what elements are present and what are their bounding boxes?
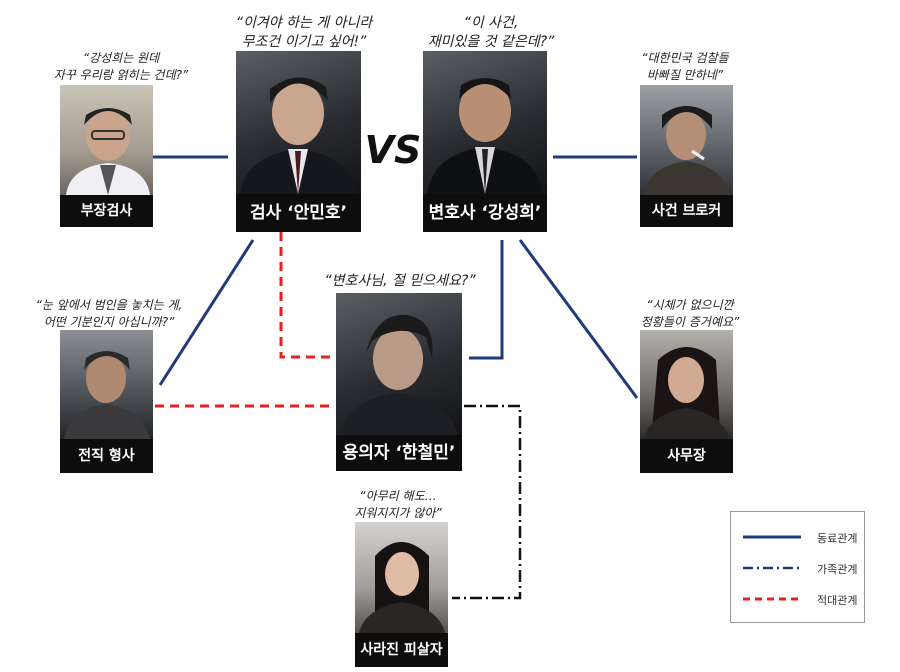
photo-bujang — [60, 85, 153, 195]
colleague-line-lawyer-suspect — [469, 240, 504, 360]
photo-prosecutor — [236, 51, 361, 194]
colleague-line-lawyer-clerk — [518, 239, 639, 399]
name-clerk: 사무장 — [640, 439, 733, 473]
name-suspect: 용의자 ‘한철민’ — [336, 435, 462, 471]
colleague-line-prosecutor-detective — [158, 239, 255, 386]
legend-label: 적대관계 — [817, 594, 858, 607]
quote-victim: “아무리 해도…지워지지가 않아” — [354, 489, 442, 520]
legend: 동료관계 가족관계 적대관계 — [730, 511, 865, 623]
legend-swatch-dashed — [743, 597, 801, 601]
legend-label: 동료관계 — [817, 532, 858, 545]
name-detective: 전직 형사 — [60, 439, 153, 473]
legend-swatch-solid — [743, 535, 801, 539]
name-victim: 사라진 피살자 — [355, 633, 448, 667]
name-bujang: 부장검사 — [60, 195, 153, 227]
photo-victim — [355, 522, 448, 633]
name-prosecutor: 검사 ‘안민호’ — [236, 194, 361, 232]
quote-suspect: “변호사님, 절 믿으세요?” — [324, 273, 476, 289]
legend-item-colleague: 동료관계 — [741, 528, 861, 548]
family-line-suspect-victim — [452, 404, 522, 600]
quote-detective: “눈 앞에서 범인을 놓치는 게,어떤 기분인지 아십니까?” — [35, 298, 183, 329]
quote-lawyer: “이 사건,재미있을 것 같은데?” — [427, 15, 555, 50]
legend-item-family: 가족관계 — [741, 559, 861, 579]
legend-item-hostile: 적대관계 — [741, 590, 861, 610]
hostile-line-prosecutor-suspect — [279, 232, 334, 359]
legend-swatch-dashdot — [743, 566, 801, 570]
photo-clerk — [640, 330, 733, 439]
photo-suspect — [336, 293, 462, 435]
name-lawyer: 변호사 ‘강성희’ — [423, 194, 547, 232]
vs-label: VS — [364, 128, 422, 172]
photo-lawyer — [423, 51, 547, 194]
legend-label: 가족관계 — [817, 563, 858, 576]
photo-detective — [60, 330, 153, 439]
name-broker: 사건 브로커 — [640, 195, 733, 227]
photo-broker — [640, 85, 733, 195]
